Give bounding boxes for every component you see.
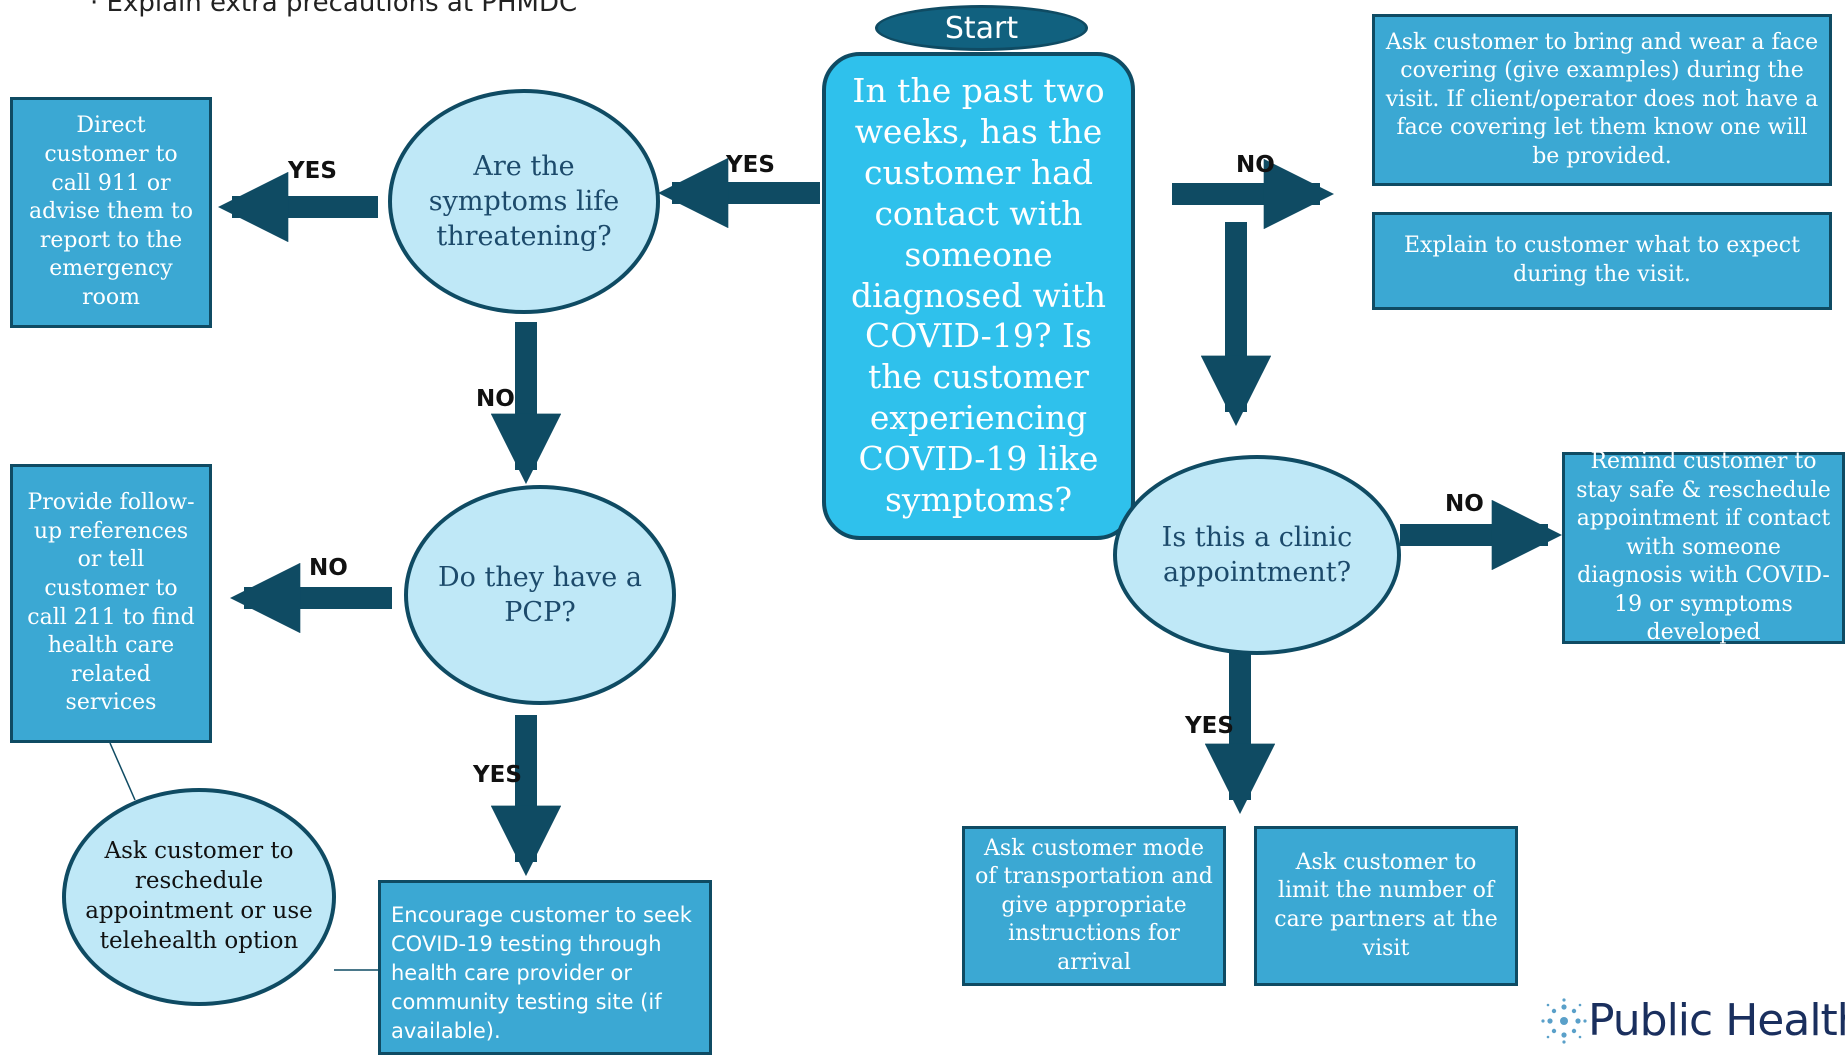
label-no-to-pcp: NO	[476, 386, 515, 412]
box-what-to-expect-text: Explain to customer what to expect durin…	[1404, 233, 1800, 287]
label-yes-testing: YES	[473, 762, 522, 788]
label-no-follow-up: NO	[309, 555, 348, 581]
start-node: Start	[875, 5, 1088, 51]
header-note: · Explain extra precautions at PHMDC	[90, 0, 578, 18]
decision-pcp: Do they have a PCP?	[404, 485, 676, 705]
starburst-icon	[1541, 997, 1587, 1044]
decision-life-threatening: Are the symptoms life threatening?	[388, 89, 660, 314]
question-box: In the past two weeks, has the customer …	[822, 52, 1135, 540]
box-face-covering: Ask customer to bring and wear a face co…	[1372, 14, 1832, 186]
decision-clinic: Is this a clinic appointment?	[1113, 455, 1401, 655]
reschedule-oval-text: Ask customer to reschedule appointment o…	[85, 838, 313, 954]
box-face-covering-text: Ask customer to bring and wear a face co…	[1385, 29, 1819, 169]
box-care-partners-text: Ask customer to limit the number of care…	[1274, 849, 1498, 961]
box-transportation-text: Ask customer mode of transportation and …	[975, 835, 1213, 975]
box-call-911-text: Direct customer to call 911 or advise th…	[29, 113, 193, 310]
reschedule-oval: Ask customer to reschedule appointment o…	[62, 788, 336, 1006]
label-no-main: NO	[1236, 152, 1275, 178]
label-yes-clinic: YES	[1185, 713, 1234, 739]
decision-life-threatening-text: Are the symptoms life threatening?	[428, 150, 620, 253]
box-seek-testing: Encourage customer to seek COVID-19 test…	[378, 880, 712, 1055]
box-seek-testing-text: Encourage customer to seek COVID-19 test…	[391, 903, 692, 1043]
logo-text: Public Health	[1588, 995, 1845, 1046]
box-follow-up: Provide follow-up references or tell cus…	[10, 464, 212, 743]
box-remind-reschedule: Remind customer to stay safe & reschedul…	[1562, 449, 1845, 645]
label-yes-main: YES	[726, 152, 775, 178]
box-remind-reschedule-text: Remind customer to stay safe & reschedul…	[1576, 448, 1831, 646]
public-health-logo: Public Health	[1540, 995, 1845, 1046]
box-transportation: Ask customer mode of transportation and …	[962, 826, 1226, 986]
box-what-to-expect: Explain to customer what to expect durin…	[1372, 212, 1832, 310]
label-no-remind: NO	[1445, 491, 1484, 517]
box-call-911: Direct customer to call 911 or advise th…	[10, 97, 212, 328]
decision-pcp-text: Do they have a PCP?	[438, 561, 642, 628]
box-care-partners: Ask customer to limit the number of care…	[1254, 826, 1518, 986]
label-yes-911: YES	[288, 158, 337, 184]
box-follow-up-text: Provide follow-up references or tell cus…	[27, 490, 195, 716]
decision-clinic-text: Is this a clinic appointment?	[1161, 521, 1353, 588]
connector-follow-up-to-reschedule	[109, 742, 136, 801]
